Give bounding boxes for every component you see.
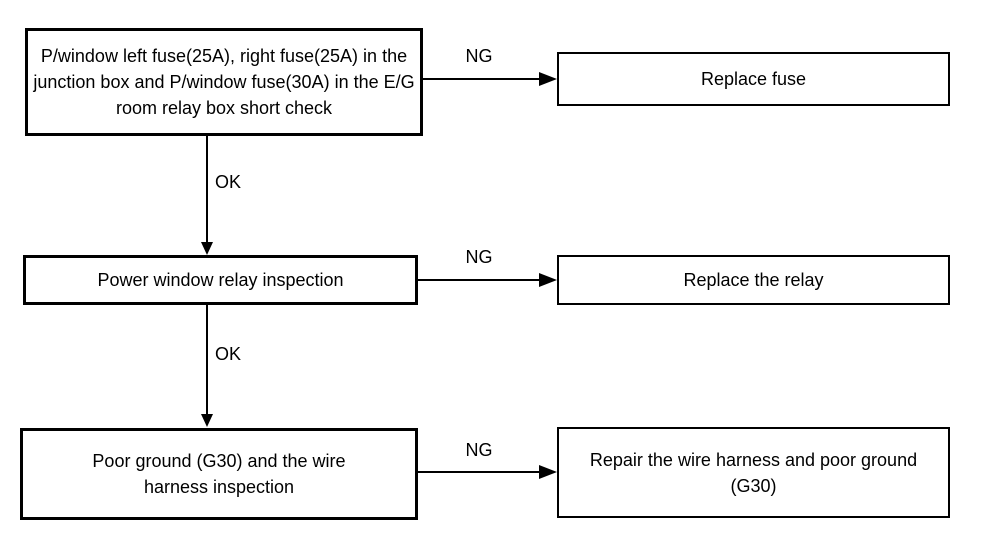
node-replace-fuse: Replace fuse <box>557 52 950 106</box>
node-power-window-relay-inspection: Power window relay inspection <box>23 255 418 305</box>
edge-ng-2-line <box>418 279 541 281</box>
arrow-right-icon <box>539 273 557 287</box>
edge-ok-2-line <box>206 305 208 415</box>
edge-ng-3-label: NG <box>455 440 503 461</box>
edge-ok-1-line <box>206 136 208 243</box>
node-repair-wire-harness-poor-ground-label: Repair the wire harness and poor ground … <box>589 449 918 496</box>
node-poor-ground-wire-harness-inspection: Poor ground (G30) and the wire harness i… <box>20 428 418 520</box>
node-poor-ground-wire-harness-inspection-label: Poor ground (G30) and the wire harness i… <box>92 451 346 497</box>
node-replace-the-relay-label: Replace the relay <box>683 270 824 290</box>
edge-ng-3-line <box>418 471 541 473</box>
arrow-down-icon <box>201 242 213 255</box>
edge-ng-1-label: NG <box>455 46 503 67</box>
node-repair-wire-harness-poor-ground: Repair the wire harness and poor ground … <box>557 427 950 518</box>
node-fuse-short-check: P/window left fuse(25A), right fuse(25A)… <box>25 28 423 136</box>
edge-ng-1-line <box>423 78 541 80</box>
node-replace-fuse-label: Replace fuse <box>700 69 807 89</box>
edge-ok-2-label: OK <box>215 344 242 365</box>
arrow-right-icon <box>539 72 557 86</box>
arrow-right-icon <box>539 465 557 479</box>
node-replace-the-relay: Replace the relay <box>557 255 950 305</box>
node-fuse-short-check-label: P/window left fuse(25A), right fuse(25A)… <box>33 46 415 118</box>
edge-ng-2-label: NG <box>455 247 503 268</box>
edge-ok-1-label: OK <box>215 172 242 193</box>
node-power-window-relay-inspection-label: Power window relay inspection <box>97 270 344 290</box>
arrow-down-icon <box>201 414 213 427</box>
